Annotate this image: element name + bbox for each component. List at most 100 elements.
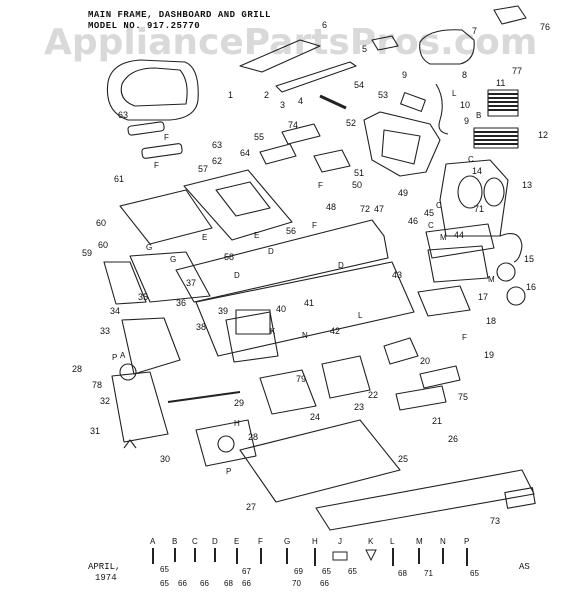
part-headlight (496, 262, 516, 282)
callout-49: 49 (398, 188, 408, 198)
svg-text:H: H (312, 537, 318, 546)
hw-h: H (312, 537, 318, 566)
hw-b: B (172, 537, 177, 562)
part-78 (111, 371, 169, 443)
hw-m: M (416, 537, 423, 564)
letter-c2: C (436, 201, 442, 210)
svg-text:70: 70 (292, 579, 301, 588)
callout-64: 64 (240, 148, 250, 158)
callout-77: 77 (512, 66, 522, 76)
svg-text:68: 68 (224, 579, 233, 588)
callout-30: 30 (160, 454, 170, 464)
letter-a: A (120, 351, 126, 360)
svg-text:C: C (192, 537, 198, 546)
callout-51: 51 (354, 168, 364, 178)
hw-g: G (284, 537, 290, 564)
part-cap (493, 5, 527, 25)
date-line1: APRIL, (88, 562, 121, 572)
callout-14: 14 (472, 166, 482, 176)
letter-f4: F (312, 221, 317, 230)
svg-text:65: 65 (160, 565, 169, 574)
letter-g2: G (170, 255, 176, 264)
part-51 (313, 149, 351, 173)
callout-44: 44 (454, 230, 464, 240)
callout-60: 60 (96, 218, 106, 228)
callout-62: 62 (212, 156, 222, 166)
letter-m: M (440, 233, 447, 242)
callout-40: 40 (276, 304, 286, 314)
hw-f: F (258, 537, 263, 564)
callout-6: 6 (322, 20, 327, 30)
letter-n: N (302, 331, 308, 340)
letter-d3: D (338, 261, 344, 270)
callout-52: 52 (346, 118, 356, 128)
part-floor-plate (183, 169, 293, 241)
callout-72: 72 (360, 204, 370, 214)
svg-text:A: A (150, 537, 156, 546)
hw-n: N (440, 537, 446, 564)
svg-text:N: N (440, 537, 446, 546)
letter-k: K (270, 327, 276, 336)
part-board-26 (315, 469, 535, 531)
part-arm-35 (103, 261, 147, 305)
hw-d: D (212, 537, 218, 562)
callout-33: 33 (100, 326, 110, 336)
letter-c3: C (428, 221, 434, 230)
callout-15: 15 (524, 254, 534, 264)
hw-l: L (390, 537, 395, 566)
part-pad-21 (395, 385, 447, 411)
svg-text:66: 66 (242, 579, 251, 588)
callout-57: 57 (198, 164, 208, 174)
hw-k: K (365, 537, 377, 562)
svg-text:D: D (212, 537, 218, 546)
callout-60b: 60 (98, 240, 108, 250)
callout-34: 34 (110, 306, 120, 316)
callout-13: 13 (522, 180, 532, 190)
svg-text:69: 69 (294, 567, 303, 576)
letter-l2: L (358, 311, 363, 320)
letter-h: H (234, 419, 240, 428)
part-27 (195, 419, 257, 467)
letter-d2: D (234, 271, 240, 280)
letter-m2: M (488, 275, 495, 284)
callout-24: 24 (310, 412, 320, 422)
part-17 (427, 245, 489, 283)
part-tray-79 (259, 369, 317, 415)
hw-c: C (192, 537, 198, 562)
callout-8: 8 (462, 70, 467, 80)
callout-47: 47 (374, 204, 384, 214)
part-battery (235, 309, 271, 335)
date-line2: 1974 (95, 573, 117, 583)
assembly-letters: A B C C C D D D E E F F F F F G G H K L … (112, 89, 495, 476)
callout-42: 42 (330, 326, 340, 336)
svg-text:B: B (172, 537, 177, 546)
part-pad-55 (259, 143, 297, 165)
part-20 (383, 337, 419, 365)
callout-7: 7 (472, 26, 477, 36)
svg-text:K: K (368, 537, 374, 546)
callout-75: 75 (458, 392, 468, 402)
svg-text:67: 67 (242, 567, 251, 576)
svg-text:66: 66 (200, 579, 209, 588)
letter-f: F (164, 133, 169, 142)
part-axle-29 (167, 391, 241, 403)
letter-e: E (254, 231, 259, 240)
callout-35: 35 (138, 292, 148, 302)
callout-31: 31 (90, 426, 100, 436)
callout-59: 59 (82, 248, 92, 258)
callout-18: 18 (486, 316, 496, 326)
callout-63b: 63 (212, 140, 222, 150)
callout-58: 58 (224, 252, 234, 262)
callout-54: 54 (354, 80, 364, 90)
svg-text:68: 68 (398, 569, 407, 578)
callout-50: 50 (352, 180, 362, 190)
callout-3: 3 (280, 100, 285, 110)
callout-9b: 9 (464, 116, 469, 126)
part-headlight-2 (506, 286, 526, 306)
callout-78: 78 (92, 380, 102, 390)
callout-29: 29 (234, 398, 244, 408)
callout-32: 32 (100, 396, 110, 406)
model-number: MODEL NO. 917.25770 (88, 21, 201, 31)
svg-text:P: P (464, 537, 469, 546)
